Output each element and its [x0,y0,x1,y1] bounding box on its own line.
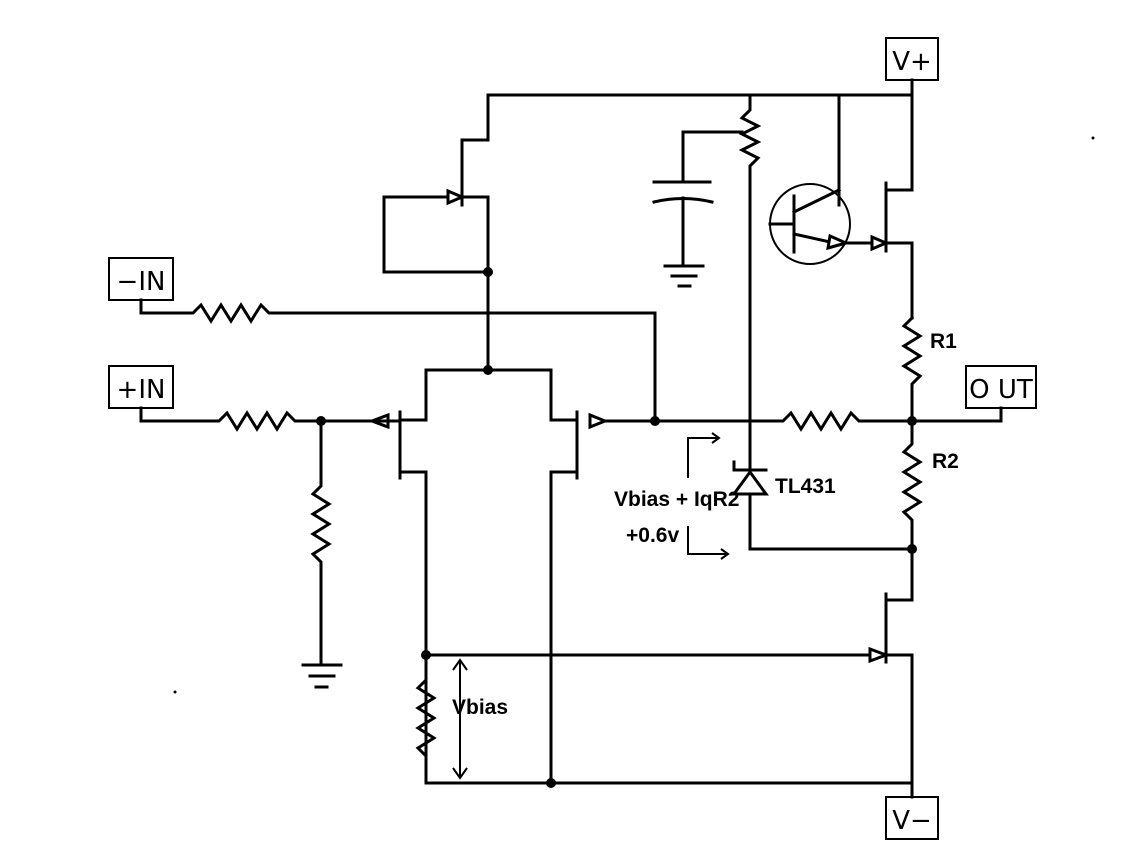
output-node-wire [603,406,1003,432]
jfet-upper-output [870,181,914,320]
resistor-r2 [901,419,923,602]
bjt-transistor [768,183,874,265]
port-v-minus: V− [885,796,939,840]
in-minus-resistor-wire [139,298,657,423]
resistor-r1 [901,315,923,423]
trim-resistor [738,93,762,423]
r1-label: R1 [930,330,957,353]
vbias-note-bracket [687,432,730,560]
port-out-label: O UT [969,375,1033,405]
jfet-current-source [382,138,490,274]
bias-wire [415,653,914,785]
port-v-minus-label: V− [892,806,932,836]
vbias-arrow [452,658,468,780]
top-rail-wire [486,78,914,207]
tl431-reference [731,419,914,551]
tl431-label: TL431 [775,475,836,498]
port-v-plus-label: V+ [892,47,932,77]
r2-label: R2 [932,450,959,473]
vbias-note-line1: Vbias + IqR2 [614,488,739,511]
port-in-minus-label: −IN [117,267,166,297]
port-v-plus: V+ [885,37,939,81]
ground-symbol-left [301,663,343,689]
port-in-plus: +IN [108,365,174,409]
port-out: O UT [965,365,1037,409]
port-in-plus-label: +IN [117,375,166,405]
junction-dots [173,136,1095,788]
capacitor-ground [652,130,744,288]
vbias-note-line2: +0.6v [626,524,679,547]
vbias-label: Vbias [452,696,508,719]
in-plus-resistor-wire [139,406,402,667]
jfet-lower-output [868,592,914,799]
port-in-minus: −IN [108,257,174,301]
